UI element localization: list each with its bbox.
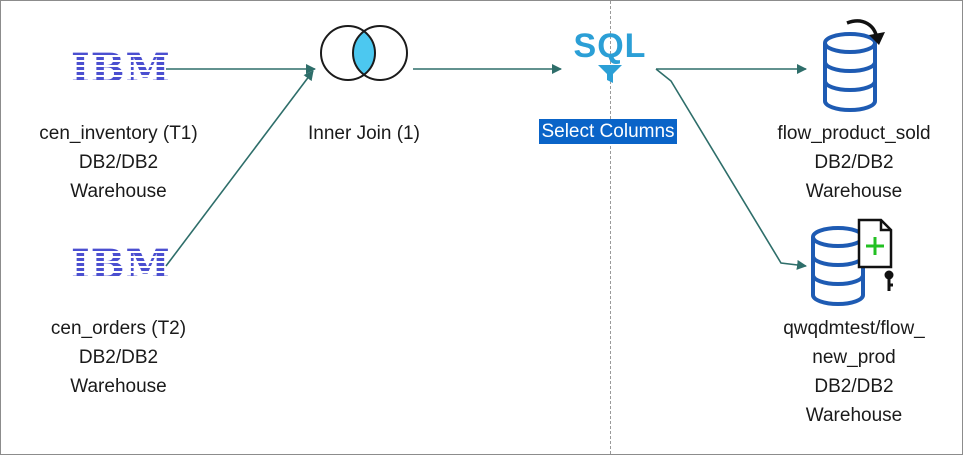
- node-label-inner-join: Inner Join (1): [284, 119, 444, 148]
- node-type: DB2/DB2: [814, 152, 894, 173]
- node-type: DB2/DB2: [78, 347, 159, 368]
- node-label-qwqdmtest-flow-new-prod: qwqdmtest/flow_ new_prod DB2/DB2 Warehou…: [749, 314, 959, 430]
- filter-funnel-icon: [598, 65, 622, 83]
- sql-filter-icon[interactable]: SQL: [566, 27, 654, 85]
- node-type-suffix: Warehouse: [70, 376, 167, 397]
- link-select-to-target2[interactable]: [655, 68, 807, 270]
- node-name: cen_orders (T2): [50, 318, 187, 339]
- node-type: DB2/DB2: [814, 376, 894, 397]
- link-t2-to-join[interactable]: [165, 70, 314, 267]
- ibm-logo-icon[interactable]: IBM: [71, 45, 171, 92]
- node-type: DB2/DB2: [78, 152, 159, 173]
- node-name: Inner Join (1): [308, 123, 420, 144]
- node-label-flow-product-sold: flow_product_sold DB2/DB2 Warehouse: [749, 119, 959, 206]
- canvas-divider: [610, 1, 611, 454]
- sql-text: SQL: [573, 27, 647, 65]
- node-name-part1: qwqdmtest/flow_: [783, 318, 925, 339]
- node-type-suffix: Warehouse: [805, 405, 903, 426]
- node-label-select-columns[interactable]: Select Columns: [520, 117, 696, 146]
- ibm-logo-icon[interactable]: IBM: [71, 241, 171, 288]
- node-type-suffix: Warehouse: [70, 181, 167, 202]
- database-update-icon[interactable]: [819, 15, 893, 113]
- inner-join-venn-icon[interactable]: [315, 23, 413, 83]
- database-new-table-icon[interactable]: [807, 215, 903, 311]
- node-type-suffix: Warehouse: [805, 181, 903, 202]
- node-name-part2: new_prod: [812, 347, 896, 368]
- node-name: flow_product_sold: [777, 123, 931, 144]
- node-name-selected[interactable]: Select Columns: [539, 119, 677, 144]
- node-label-cen-orders: cen_orders (T2) DB2/DB2 Warehouse: [16, 314, 221, 401]
- node-name: cen_inventory (T1): [39, 123, 198, 144]
- node-label-cen-inventory: cen_inventory (T1) DB2/DB2 Warehouse: [16, 119, 221, 206]
